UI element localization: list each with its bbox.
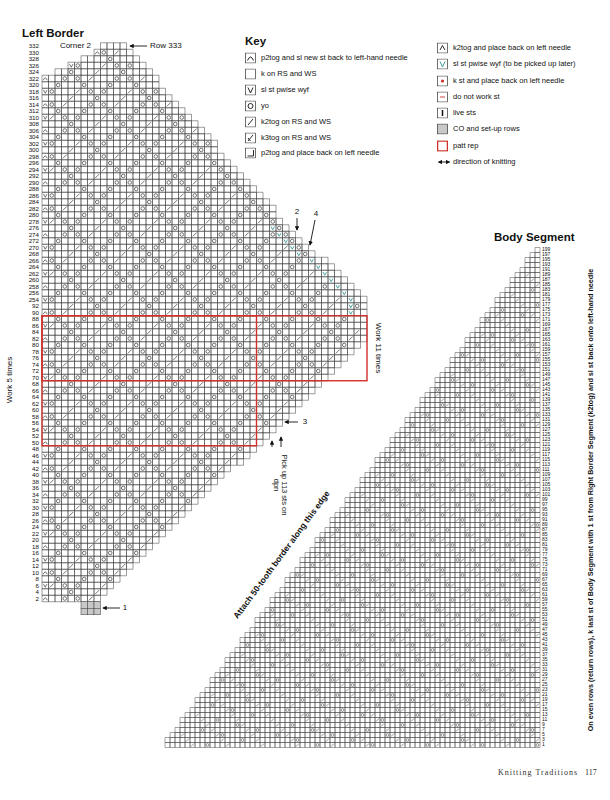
pointer-arrow	[103, 608, 120, 609]
cast-on-cell	[88, 608, 95, 615]
pointer-arrow	[272, 441, 273, 447]
key-title: Key	[245, 35, 266, 48]
cast-on-cell	[88, 602, 95, 609]
stitch-symbols	[181, 274, 539, 747]
page-number: 117	[585, 769, 597, 778]
chart-title: Left Border	[22, 27, 84, 40]
chart-grid	[42, 43, 367, 602]
legend-text: sl st pwise wyf (to be picked up later)	[453, 60, 576, 68]
legend-swatch	[245, 117, 256, 128]
pointer-arrow	[310, 220, 315, 245]
legend-swatch	[245, 53, 256, 64]
legend-swatch	[437, 76, 448, 87]
chart-title: Body Segment	[494, 231, 575, 244]
row-number: 1	[542, 742, 545, 748]
row-label: Row 333	[150, 42, 182, 51]
callout-number: 2	[295, 208, 299, 217]
row-number: 2	[36, 595, 39, 602]
legend-item: k on RS and WS	[245, 69, 316, 80]
legend-swatch	[437, 124, 448, 135]
legend-text: live sts	[453, 109, 476, 117]
pickup-note: Pick up 113 sts on dpn	[272, 448, 289, 522]
legend-text: p2tog and place back on left needle	[261, 149, 379, 157]
legend-swatch	[245, 69, 256, 80]
legend-swatch	[245, 85, 256, 96]
legend-item: do not work st	[437, 92, 500, 103]
legend-text: k2tog on RS and WS	[261, 118, 331, 126]
pattern-repeat-box	[42, 316, 367, 381]
legend-item: p2tog and sl new st back to left-hand ne…	[245, 53, 408, 64]
legend-swatch	[437, 157, 451, 168]
pointer-arrow	[130, 46, 147, 47]
legend-text: patt rep	[453, 142, 478, 150]
legend-item: live sts	[437, 108, 476, 119]
pointer-arrow	[297, 218, 298, 230]
legend-text: k3tog on RS and WS	[261, 134, 331, 142]
pointer-arrow	[281, 437, 282, 447]
legend-text: sl st pwise wyf	[261, 86, 309, 94]
side-note: On even rows (return rows), k last st of…	[587, 269, 595, 731]
legend-swatch	[437, 59, 448, 70]
legend-text: p2tog and sl new st back to left-hand ne…	[261, 54, 408, 62]
legend-item: p2tog and place back on left needle	[245, 148, 379, 159]
legend-swatch	[437, 43, 448, 54]
legend-item: k2tog on RS and WS	[245, 117, 331, 128]
pointer-arrow	[285, 422, 298, 423]
legend-item: yo	[245, 101, 269, 112]
callout-number: 1	[123, 604, 127, 613]
legend-text: direction of knitting	[453, 158, 516, 166]
legend-item: sl st pwise wyf (to be picked up later)	[437, 59, 576, 70]
legend-item: direction of knitting	[437, 157, 516, 168]
pattern-repeat-box	[42, 316, 257, 446]
cast-on-cell	[81, 602, 88, 609]
cast-on-cell	[94, 608, 101, 615]
legend-swatch	[245, 101, 256, 112]
footer-text: Knitting Traditions	[498, 769, 578, 778]
legend-swatch	[437, 141, 448, 152]
stitch-symbols	[271, 227, 353, 315]
chart-grid	[165, 248, 540, 748]
legend-text: k on RS and WS	[261, 70, 316, 78]
legend-swatch	[437, 108, 448, 119]
legend-text: k st and place back on left needle	[453, 77, 564, 85]
repeat-label: Work 11 times	[374, 323, 383, 373]
legend-swatch	[245, 133, 256, 144]
callout-number: 4	[314, 210, 318, 219]
corner-label: Corner 2	[59, 42, 92, 51]
legend-item: patt rep	[437, 141, 478, 152]
legend-swatch	[245, 148, 256, 159]
legend-item: sl st pwise wyf	[245, 85, 309, 96]
legend-item: k2tog and place back on left needle	[437, 43, 571, 54]
callout-number: 3	[303, 418, 307, 427]
cast-on-cell	[94, 602, 101, 609]
legend-item: k3tog on RS and WS	[245, 133, 331, 144]
legend-swatch	[437, 92, 448, 103]
legend-text: do not work st	[453, 93, 500, 101]
legend-text: yo	[261, 102, 269, 110]
legend-item: k st and place back on left needle	[437, 76, 564, 87]
legend-text: CO and set-up rows	[453, 125, 520, 133]
repeat-label: Work 5 times	[6, 357, 15, 404]
legend-item: CO and set-up rows	[437, 124, 520, 135]
cast-on-cell	[81, 608, 88, 615]
legend-text: k2tog and place back on left needle	[453, 44, 571, 52]
